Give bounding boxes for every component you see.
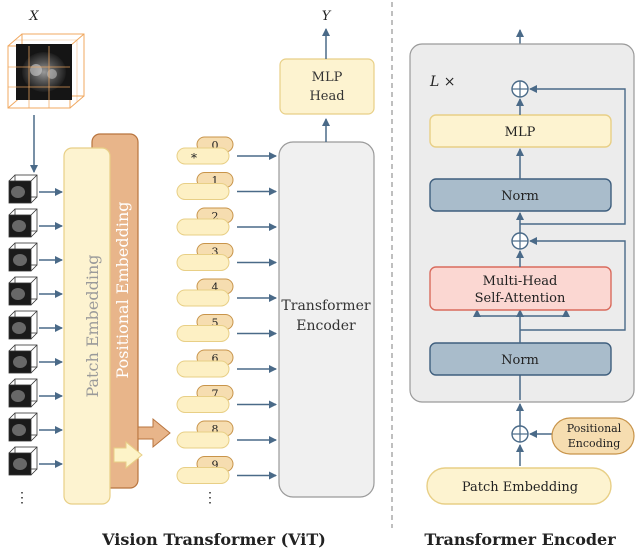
input-label: X: [28, 9, 39, 24]
residual-add-node-1: [511, 232, 529, 250]
patch-ellipsis: ⋮: [15, 490, 29, 506]
patch-embedding-block: Patch Embedding: [63, 147, 111, 505]
positional-add-node: [511, 425, 529, 443]
mlp-head-label-line2: Head: [309, 89, 344, 104]
token: 3: [176, 243, 234, 271]
token-index-label: 5: [212, 317, 219, 330]
class-token-symbol: *: [191, 151, 197, 165]
attention-label-line2: Self-Attention: [475, 291, 566, 306]
token-index-label: 3: [212, 246, 219, 259]
vit-encoder-label-line2: Encoder: [296, 318, 356, 334]
token-index-label: 8: [212, 423, 219, 436]
token: 4: [176, 278, 234, 307]
token-index-label: 6: [212, 352, 219, 365]
token: 0*: [176, 136, 234, 165]
positional-to-tokens-fat-arrow: [137, 417, 171, 449]
input-volume-cube: [7, 33, 85, 109]
norm-bottom-block: Norm: [429, 342, 612, 376]
token: 7: [176, 385, 234, 413]
positional-encoding-node: Positional Encoding: [551, 417, 635, 455]
patch-cube: [8, 208, 38, 238]
patch-cube: [8, 310, 38, 340]
patch-cube: [8, 378, 38, 408]
vit-encoder-label-line1: Transformer: [281, 298, 370, 314]
mlp-head-block: MLP Head: [279, 58, 375, 115]
token: 2: [176, 207, 234, 236]
token: 9: [176, 456, 234, 484]
norm-top-block: Norm: [429, 178, 612, 212]
output-label: Y: [322, 9, 332, 24]
residual-add-node-2: [511, 80, 529, 98]
patch-column: [8, 174, 63, 476]
attention-label-line1: Multi-Head: [483, 274, 558, 289]
patch-cube: [8, 446, 38, 476]
mlp-label: MLP: [505, 125, 536, 140]
vit-transformer-encoder: Transformer Encoder: [278, 141, 375, 498]
norm-top-label: Norm: [501, 189, 539, 204]
patch-cube: [8, 344, 38, 374]
token: 8: [176, 420, 234, 449]
positional-encoding-label-line1: Positional: [567, 422, 622, 435]
token: 5: [176, 314, 234, 342]
encoder-caption: Transformer Encoder: [424, 530, 616, 549]
token-index-label: 0: [212, 139, 219, 152]
positional-embedding-label: Positional Embedding: [113, 201, 132, 378]
patch-cube: [8, 242, 38, 272]
repeat-label: L ×: [429, 74, 455, 90]
positional-encoding-label-line2: Encoding: [568, 437, 621, 450]
vit-caption: Vision Transformer (ViT): [101, 530, 326, 549]
patch-cube: [8, 174, 38, 204]
multi-head-attention-block: Multi-Head Self-Attention: [429, 266, 612, 311]
token-index-label: 7: [212, 388, 219, 401]
token: 1: [176, 172, 234, 200]
token-index-label: 1: [212, 175, 219, 188]
token-index-label: 2: [212, 210, 219, 223]
encoder-panel: L × Norm Multi-Head Self-Attention: [409, 29, 635, 549]
vit-panel: X ⋮ Positional Embeddi: [7, 9, 375, 549]
token-index-label: 9: [212, 459, 219, 472]
patch-cube: [8, 412, 38, 442]
mlp-block: MLP: [429, 114, 612, 148]
patch-embedding-label: Patch Embedding: [83, 254, 102, 397]
encoder-patch-embedding-block: Patch Embedding: [426, 467, 612, 505]
token-index-label: 4: [212, 281, 219, 294]
patch-to-positional-fat-arrow: [113, 440, 143, 470]
token: 6: [176, 349, 234, 378]
token-ellipsis: ⋮: [203, 490, 217, 506]
mlp-head-label-line1: MLP: [312, 70, 343, 85]
norm-bottom-label: Norm: [501, 353, 539, 368]
patch-cube: [8, 276, 38, 306]
encoder-patch-embedding-label: Patch Embedding: [462, 480, 578, 495]
